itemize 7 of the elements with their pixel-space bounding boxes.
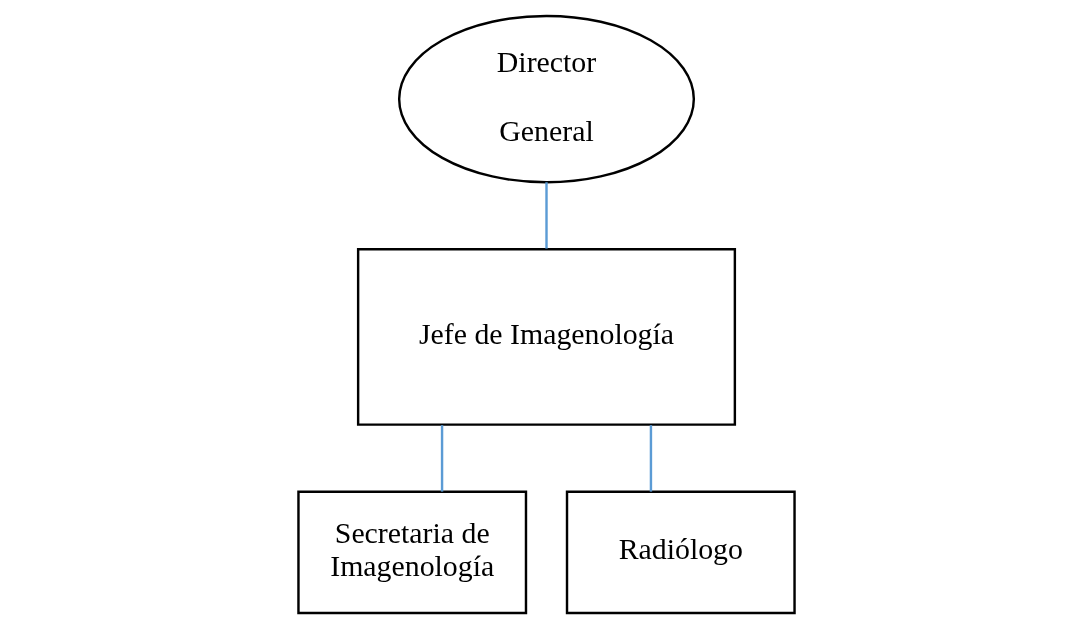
node-box: Jefe de Imagenología	[356, 248, 736, 426]
node-ellipse: Director General	[397, 14, 695, 184]
connector	[544, 182, 548, 249]
connector	[440, 425, 443, 492]
node-box: Secretaria de Imagenología	[296, 490, 527, 615]
node-box: Radiólogo	[565, 490, 796, 615]
connector	[649, 425, 652, 492]
